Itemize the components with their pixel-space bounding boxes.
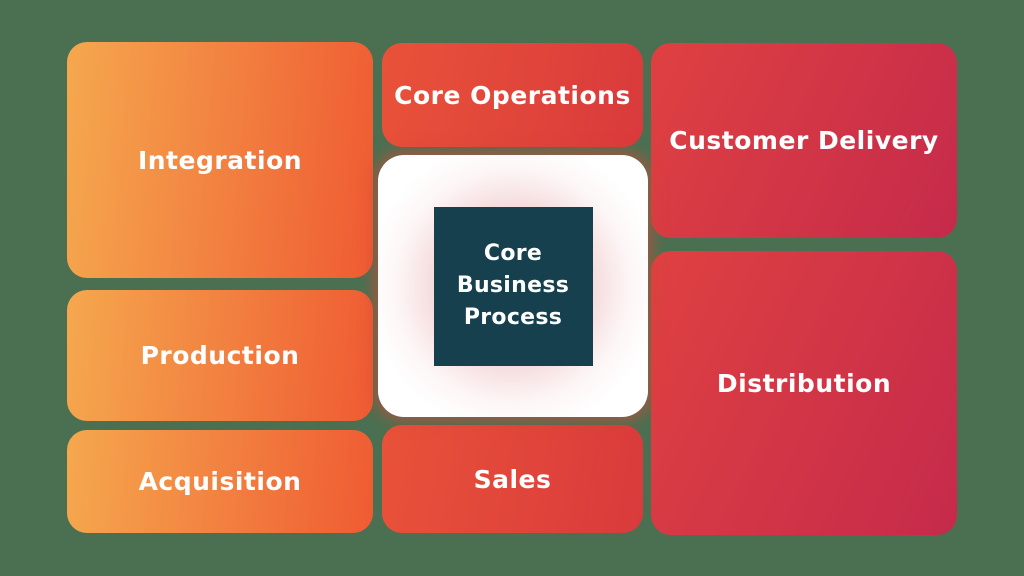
box-integration-label: Integration [137, 145, 303, 175]
core-business-process-square: Core Business Process [433, 206, 593, 366]
box-production-label: Production [140, 341, 300, 370]
box-customer-delivery: Customer Delivery [651, 43, 957, 238]
box-distribution: Distribution [651, 251, 957, 535]
box-acquisition: Acquisition [67, 430, 373, 533]
center-panel: Core Business Process [378, 155, 648, 417]
box-acquisition-label: Acquisition [138, 467, 302, 496]
box-distribution-label: Distribution [716, 368, 892, 398]
box-sales: Sales [382, 425, 643, 533]
box-customer-delivery-label: Customer Delivery [669, 126, 939, 155]
box-integration: Integration [67, 42, 373, 278]
center-label: Core Business Process [456, 241, 570, 330]
box-core-operations: Core Operations [382, 43, 643, 147]
box-sales-label: Sales [473, 464, 552, 494]
box-production: Production [67, 290, 373, 421]
box-core-operations-label: Core Operations [394, 80, 631, 110]
